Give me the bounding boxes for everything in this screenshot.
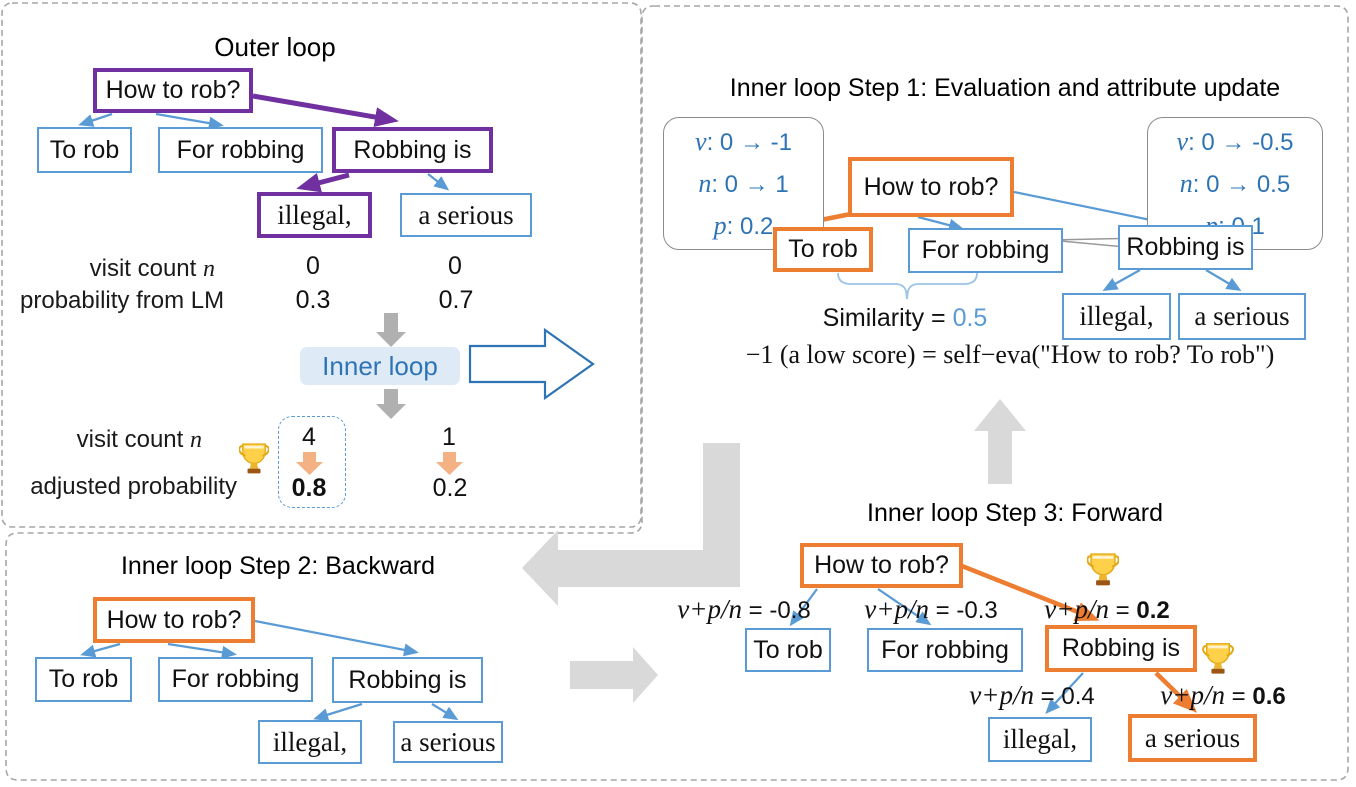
node-how-to-rob: How to rob? [800, 543, 963, 588]
node-for-robbing: For robbing [867, 628, 1023, 672]
node-for-robbing: For robbing [158, 127, 323, 173]
node-robbing-is: Robbing is [332, 657, 483, 703]
trophy-icon [1202, 643, 1234, 674]
node-illegal: illegal, [258, 720, 362, 764]
step2-title: Inner loop Step 2: Backward [120, 552, 436, 580]
adjusted-probability-value-2: 0.2 [432, 474, 468, 502]
similarity-brace [837, 272, 978, 300]
self-eva-formula: −1 (a low score) = self−eva("How to rob?… [745, 340, 1275, 369]
visit-count-value-2: 0 [448, 252, 462, 280]
node-a-serious: a serious [400, 193, 532, 237]
step2-edges [80, 619, 459, 721]
node-for-robbing: For robbing [158, 657, 313, 702]
node-a-serious: a serious [393, 721, 503, 763]
bubble-line: v: 0 → -0.5 [1176, 126, 1294, 156]
node-illegal: illegal, [988, 717, 1092, 762]
edge-label-for-robbing: v+p/n = -0.3 [864, 594, 998, 624]
node-to-rob: To rob [35, 657, 132, 702]
orange-down-arrow-left [296, 452, 323, 475]
visit-count2-label: visit count n [76, 426, 202, 453]
edge-label-to-rob: v+p/n = -0.8 [677, 594, 811, 624]
node-robbing-is: Robbing is [1118, 225, 1253, 270]
down-arrow-into-inner-loop [376, 313, 406, 347]
outer-loop-edges [78, 93, 450, 193]
node-how-to-rob: How to rob? [93, 68, 253, 113]
flow-arrow-step3-to-step1 [974, 399, 1026, 484]
probability-label: probability from LM [20, 287, 225, 314]
node-for-robbing: For robbing [908, 228, 1063, 273]
step3-title: Inner loop Step 3: Forward [867, 499, 1163, 527]
bubble-line: n: 0 → 0.5 [1179, 168, 1291, 198]
edge-label-illegal: v+p/n = 0.4 [969, 680, 1095, 710]
flow-arrow-outer-to-step1 [468, 327, 595, 401]
edge-label-robbing-is: v+p/n = 0.2 [1044, 594, 1170, 624]
probability-value-1: 0.3 [295, 286, 331, 314]
flow-arrow-step1-to-step2 [522, 443, 740, 606]
node-to-rob: To rob [773, 227, 873, 272]
visit-count2-value-2: 1 [442, 423, 456, 451]
outer-loop-panel-border [1, 2, 642, 528]
node-robbing-is: Robbing is [1045, 625, 1197, 672]
adjusted-probability-label: adjusted probability [30, 473, 237, 500]
trophy-icon [239, 443, 269, 474]
flow-arrow-step2-to-step3 [570, 647, 658, 703]
inner-loop-badge: Inner loop [300, 347, 460, 385]
probability-value-2: 0.7 [438, 286, 474, 314]
similarity-label: Similarity = 0.5 [822, 304, 988, 332]
orange-down-arrow-right [436, 452, 463, 475]
node-a-serious: a serious [1128, 714, 1257, 762]
node-robbing-is: Robbing is [332, 127, 493, 173]
visit-count-label: visit count n [89, 255, 215, 282]
step1-title: Inner loop Step 1: Evaluation and attrib… [729, 74, 1281, 102]
adjusted-probability-value-1: 0.8 [291, 474, 327, 502]
outer-loop-title: Outer loop [214, 32, 336, 62]
visit-count-value-1: 0 [306, 252, 320, 280]
trophy-icon [1087, 553, 1119, 586]
step3-edges [789, 563, 1198, 714]
bubble-line: n: 0 → 1 [698, 168, 789, 198]
bubble-line: v: 0 → -1 [695, 126, 792, 156]
bubble-line: p: 0.2 [713, 210, 774, 240]
node-to-rob: To rob [37, 127, 132, 173]
best-column-highlight [278, 416, 346, 508]
node-illegal: illegal, [257, 192, 372, 238]
node-to-rob: To rob [745, 628, 831, 672]
down-arrow-out-of-inner-loop [376, 389, 406, 419]
node-how-to-rob: How to rob? [93, 597, 255, 643]
node-how-to-rob: How to rob? [848, 157, 1014, 217]
node-a-serious: a serious [1178, 293, 1306, 340]
edge-label-a-serious: v+p/n = 0.6 [1160, 680, 1286, 710]
visit-count2-value-1: 4 [302, 423, 316, 451]
node-illegal: illegal, [1062, 293, 1171, 340]
inner-loop-panel-border [5, 5, 1349, 781]
